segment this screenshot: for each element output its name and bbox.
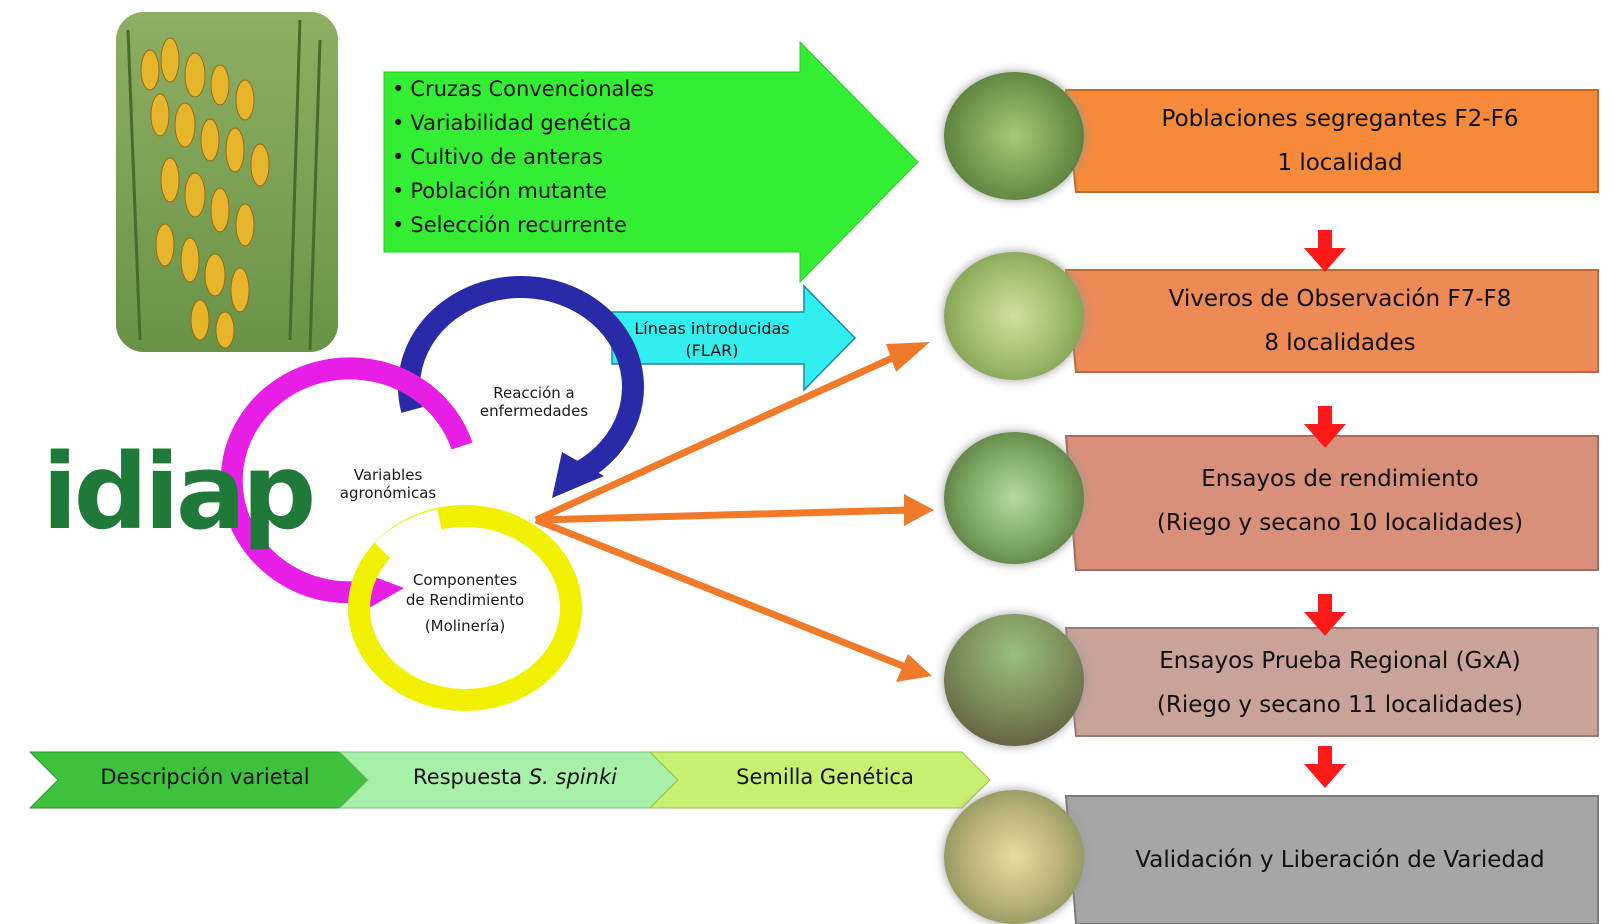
chevron-spinki-response: Respuesta S. spinki bbox=[370, 765, 660, 789]
introduced-lines-line1: Líneas introducidas bbox=[634, 319, 790, 338]
yield-label-line2: de Rendimiento bbox=[405, 591, 525, 609]
yield-label-line1: Componentes bbox=[412, 571, 518, 589]
stage-segregating: Poblaciones segregantes F2-F6 1 localida… bbox=[1090, 92, 1590, 190]
breeding-method-item: Población mutante bbox=[392, 174, 752, 208]
stage-regional-trials: Ensayos Prueba Regional (GxA) (Riego y s… bbox=[1090, 634, 1590, 732]
idiap-logo: idiap bbox=[42, 431, 316, 553]
stage-title: Ensayos Prueba Regional (GxA) bbox=[1159, 648, 1521, 674]
disease-label-line1: Reacción a bbox=[493, 384, 575, 402]
disease-label-line2: enfermedades bbox=[479, 402, 589, 420]
rice-panicle-main-photo bbox=[116, 12, 338, 352]
stage-locations: 1 localidad bbox=[1277, 150, 1403, 176]
chevron-3-shape bbox=[648, 751, 991, 809]
yield-trial-photo bbox=[944, 432, 1084, 564]
breeding-method-item: Cultivo de anteras bbox=[392, 140, 752, 174]
flow-arrows bbox=[1304, 230, 1346, 788]
chevron-genetic-seed: Semilla Genética bbox=[736, 765, 914, 789]
stage-title: Poblaciones segregantes F2-F6 bbox=[1161, 106, 1519, 132]
regional-trial-photo bbox=[944, 614, 1084, 746]
rice-plants-photo bbox=[944, 72, 1084, 200]
yield-cycle-arrow bbox=[348, 505, 582, 711]
chevron-spinki-prefix: Respuesta bbox=[413, 765, 529, 789]
stage-title: Ensayos de rendimiento bbox=[1201, 466, 1479, 492]
fan-arrows bbox=[534, 342, 934, 682]
yield-label: Componentes de Rendimiento (Molinería) bbox=[390, 570, 540, 636]
introduced-lines-label: Líneas introducidas (FLAR) bbox=[612, 318, 812, 362]
introduced-lines-line2: (FLAR) bbox=[685, 341, 739, 360]
stage-observation: Viveros de Observación F7-F8 8 localidad… bbox=[1090, 272, 1590, 370]
chevron-varietal-description: Descripción varietal bbox=[100, 765, 310, 789]
yield-label-line3: (Molinería) bbox=[424, 617, 506, 635]
agronomic-label-line2: agronómicas bbox=[339, 484, 437, 502]
chevron-bar bbox=[28, 751, 991, 809]
stage-locations: (Riego y secano 10 localidades) bbox=[1156, 510, 1524, 536]
agronomic-label-line1: Variables bbox=[353, 466, 423, 484]
breeding-methods-list: Cruzas Convencionales Variabilidad genét… bbox=[392, 72, 752, 242]
observation-nursery-photo bbox=[944, 252, 1084, 380]
introduced-lines-arrow bbox=[611, 284, 857, 392]
stage-release: Validación y Liberación de Variedad bbox=[1090, 820, 1590, 900]
breeding-method-item: Variabilidad genética bbox=[392, 106, 752, 140]
stage-title: Validación y Liberación de Variedad bbox=[1135, 847, 1545, 873]
agronomic-label: Variables agronómicas bbox=[318, 466, 458, 502]
disease-label: Reacción a enfermedades bbox=[464, 384, 604, 420]
rice-panicle-photo bbox=[944, 790, 1084, 924]
breeding-method-item: Selección recurrente bbox=[392, 208, 752, 242]
chevron-spinki-species: S. spinki bbox=[528, 765, 617, 789]
stage-locations: 8 localidades bbox=[1264, 330, 1416, 356]
stage-locations: (Riego y secano 11 localidades) bbox=[1156, 692, 1524, 718]
stage-title: Viveros de Observación F7-F8 bbox=[1168, 286, 1512, 312]
stage-boxes bbox=[1064, 89, 1599, 924]
disease-cycle-arrow bbox=[398, 276, 644, 498]
stage-yield-trials: Ensayos de rendimiento (Riego y secano 1… bbox=[1090, 452, 1590, 550]
breeding-method-item: Cruzas Convencionales bbox=[392, 72, 752, 106]
